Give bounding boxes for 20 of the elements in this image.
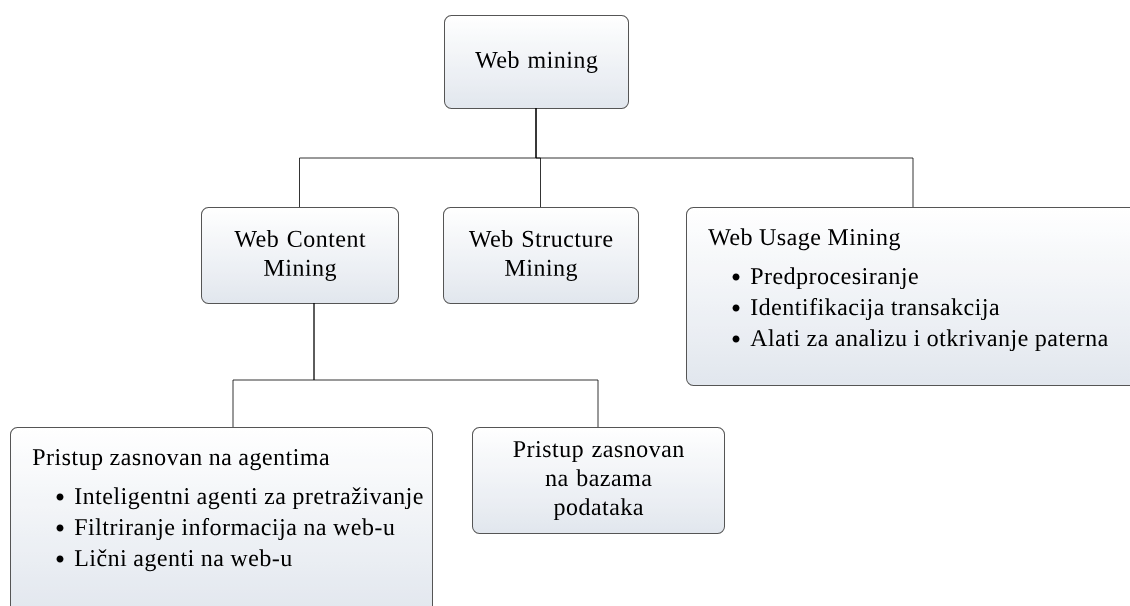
connector-line bbox=[535, 107, 914, 208]
list-box bbox=[10, 427, 433, 606]
process-box bbox=[443, 207, 639, 304]
list-box bbox=[686, 207, 1130, 386]
bullet-item: Identifikacija transakcija bbox=[751, 298, 1000, 321]
box-heading: Web Usage Mining bbox=[708, 228, 900, 251]
process-box bbox=[472, 427, 725, 534]
connector-line bbox=[313, 302, 599, 428]
box-heading: Pristup zasnovan na agentima bbox=[32, 449, 330, 471]
process-box bbox=[444, 15, 629, 109]
bullet-item: Filtriranje informacija na web-u bbox=[74, 518, 395, 541]
box-label: Web Content Mining bbox=[234, 230, 366, 281]
bullet-item: Inteligentni agenti za pretraživanje bbox=[75, 487, 423, 510]
bullet-item: Lični agenti na web-u bbox=[74, 549, 292, 572]
box-label: Web Structure Mining bbox=[468, 230, 613, 281]
box-label: Web mining bbox=[475, 51, 598, 73]
bullet-item: Predprocesiranje bbox=[750, 267, 918, 290]
bullet-item: Alati za analizu i otkrivanje paterna bbox=[750, 329, 1108, 352]
box-label: Pristup zasnovan na bazama podataka bbox=[513, 441, 684, 520]
process-box bbox=[201, 207, 399, 304]
